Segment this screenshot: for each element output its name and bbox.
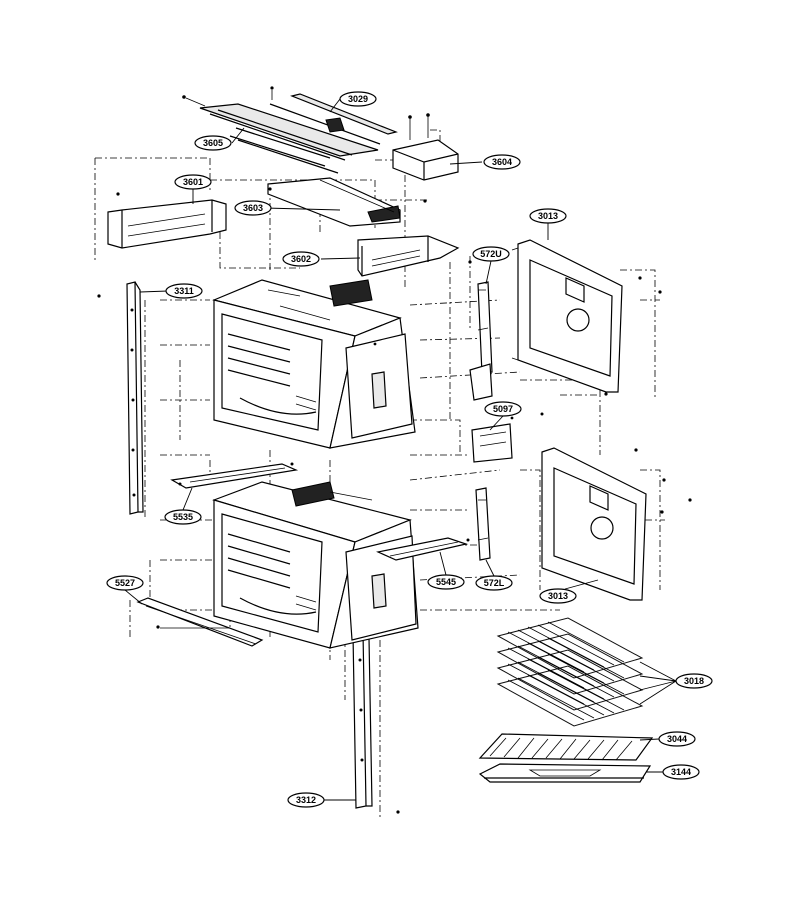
callout-5527: 5527 — [106, 575, 144, 591]
svg-text:5545: 5545 — [436, 577, 456, 587]
lower-oven-cavity — [212, 481, 419, 649]
svg-text:3018: 3018 — [684, 676, 704, 686]
callout-3144: 3144 — [662, 764, 700, 780]
control-box-3604 — [392, 113, 459, 181]
side-trim-3311 — [97, 281, 144, 515]
bracket-5097 — [471, 412, 544, 463]
svg-text:3144: 3144 — [671, 767, 691, 777]
svg-text:5535: 5535 — [173, 512, 193, 522]
callout-3013-lower: 3013 — [539, 588, 577, 604]
rear-panel-3013-upper — [511, 239, 662, 396]
svg-text:3029: 3029 — [348, 94, 368, 104]
svg-text:572L: 572L — [484, 578, 505, 588]
callout-3602: 3602 — [282, 251, 320, 267]
svg-text:3311: 3311 — [174, 286, 194, 296]
callout-5097: 5097 — [484, 401, 522, 417]
svg-text:572U: 572U — [480, 249, 502, 259]
callout-5545: 5545 — [427, 574, 465, 590]
hinge-receiver-572l — [475, 487, 491, 561]
callout-5535: 5535 — [164, 509, 202, 525]
svg-text:3013: 3013 — [548, 591, 568, 601]
svg-text:3605: 3605 — [203, 138, 223, 148]
bracket-5527 — [136, 597, 264, 647]
callout-3013-upper: 3013 — [529, 208, 567, 224]
control-board-3602 — [357, 235, 472, 277]
top-rail-3029 — [269, 86, 398, 145]
broil-pan-3144 — [478, 763, 652, 783]
svg-text:3312: 3312 — [296, 795, 316, 805]
callout-3601: 3601 — [174, 174, 212, 190]
callout-3311: 3311 — [165, 283, 203, 299]
bracket-5535 — [170, 462, 299, 489]
callout-3603: 3603 — [234, 200, 272, 216]
callout-3605: 3605 — [194, 135, 232, 151]
svg-text:5097: 5097 — [493, 404, 513, 414]
callout-3044: 3044 — [658, 731, 696, 747]
upper-oven-cavity — [212, 279, 416, 449]
svg-text:3013: 3013 — [538, 211, 558, 221]
duct-plate-3603 — [267, 177, 427, 227]
callout-572l: 572L — [475, 575, 513, 591]
callout-3029: 3029 — [339, 91, 377, 107]
svg-text:3604: 3604 — [492, 157, 512, 167]
broil-pan-grid-3044 — [478, 733, 654, 761]
svg-text:3603: 3603 — [243, 203, 263, 213]
rear-panel-3013-lower — [541, 447, 692, 601]
callout-572u: 572U — [472, 246, 510, 262]
oven-racks-3018 — [496, 617, 644, 727]
leader-lines — [124, 98, 677, 801]
bracket-5545 — [376, 537, 470, 561]
callout-3312: 3312 — [287, 792, 325, 808]
svg-text:3044: 3044 — [667, 734, 687, 744]
callout-3018: 3018 — [675, 673, 713, 689]
callout-3604: 3604 — [483, 154, 521, 170]
svg-text:3601: 3601 — [183, 177, 203, 187]
svg-text:5527: 5527 — [115, 578, 135, 588]
hinge-receiver-572u — [469, 281, 493, 401]
svg-text:3602: 3602 — [291, 254, 311, 264]
side-duct-3601 — [107, 192, 227, 249]
top-frame-bracket-3605 — [182, 95, 379, 174]
